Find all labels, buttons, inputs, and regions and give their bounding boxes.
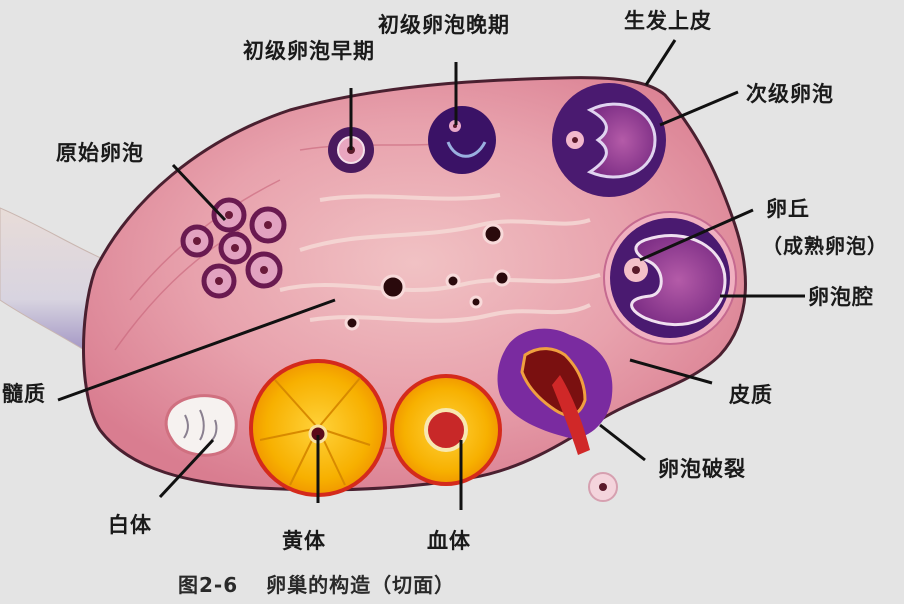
label-cortex: 皮质 <box>729 383 773 407</box>
label-corpus-albicans: 白体 <box>108 513 152 537</box>
secondary-follicle <box>552 83 666 197</box>
label-mature-follicle: （成熟卵泡） <box>762 234 888 258</box>
label-medulla: 髓质 <box>2 382 46 406</box>
label-germinal-epithelium: 生发上皮 <box>624 9 712 33</box>
label-follicle-rupture: 卵泡破裂 <box>658 457 746 481</box>
figure-title: 卵巢的构造（切面） <box>266 573 456 597</box>
ruptured-follicle <box>497 328 618 502</box>
corpus-hemorrhagicum <box>390 374 502 486</box>
label-cumulus: 卵丘 <box>766 197 810 221</box>
primordial-follicles <box>180 197 287 299</box>
corpus-albicans <box>164 394 238 457</box>
figure-number: 图2-6 <box>178 573 239 597</box>
label-corpus-luteum: 黄体 <box>282 529 326 553</box>
label-primary-follicle-late: 初级卵泡晚期 <box>378 13 510 37</box>
medulla-streaks <box>279 193 601 323</box>
mature-follicle <box>603 211 737 345</box>
label-secondary-follicle: 次级卵泡 <box>746 82 834 106</box>
label-primordial-follicle: 原始卵泡 <box>56 141 144 165</box>
label-corpus-hemorrhagicum: 血体 <box>427 529 471 553</box>
label-follicular-cavity: 卵泡腔 <box>808 285 874 309</box>
label-primary-follicle-early: 初级卵泡早期 <box>243 39 375 63</box>
leader-lines <box>57 39 805 510</box>
figure-caption: 图2-6 卵巢的构造（切面） <box>178 569 455 598</box>
medullary-vessels <box>344 223 511 331</box>
primary-follicle-late <box>428 106 496 174</box>
